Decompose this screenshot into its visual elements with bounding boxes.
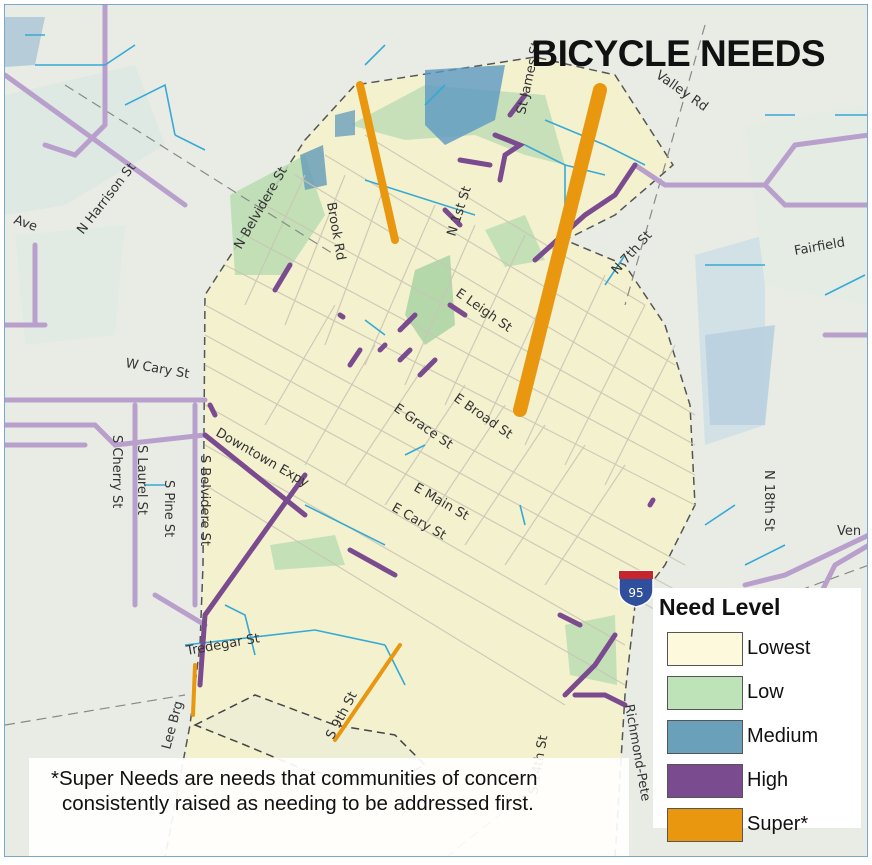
super-need-routes xyxy=(191,81,607,742)
legend: Need Level Lowest Low Medium High Super* xyxy=(653,588,861,842)
label-s-cherry: S Cherry St xyxy=(109,435,124,508)
legend-label: High xyxy=(747,769,789,791)
footnote-box: *Super Needs are needs that communities … xyxy=(29,758,629,856)
legend-swatch xyxy=(667,676,743,710)
medium-need-area xyxy=(5,17,45,67)
legend-label: Super* xyxy=(747,813,809,835)
legend-item-lowest: Lowest xyxy=(667,632,857,668)
legend-item-medium: Medium xyxy=(667,720,857,756)
label-s-pine: S Pine St xyxy=(161,480,176,537)
low-need-area xyxy=(230,155,325,275)
street-grid xyxy=(204,134,696,706)
legend-label: Medium xyxy=(747,725,819,747)
legend-item-super: Super* xyxy=(667,808,857,844)
low-need-area xyxy=(405,255,455,345)
legend-swatch xyxy=(667,764,743,798)
low-need-area xyxy=(485,215,545,267)
legend-swatch xyxy=(667,632,743,666)
legend-label: Low xyxy=(747,681,784,703)
medium-need-area xyxy=(705,325,775,425)
legend-title: Need Level xyxy=(659,594,781,620)
label-s-belvidere: S Belvidere St xyxy=(197,455,212,546)
medium-need-area xyxy=(300,145,327,190)
low-need-area xyxy=(270,535,345,570)
interstate-shield: 95 xyxy=(618,570,654,608)
bike-lines xyxy=(25,34,867,686)
legend-label: Lowest xyxy=(747,637,811,659)
legend-item-low: Low xyxy=(667,676,857,712)
label-ven: Ven xyxy=(837,524,861,539)
footnote-text: *Super Needs are needs that communities … xyxy=(51,767,538,815)
label-s-laurel: S Laurel St xyxy=(134,445,149,515)
interstate-number: 95 xyxy=(628,586,643,600)
map-title: BICYCLE NEEDS xyxy=(531,33,825,74)
arterial-roads xyxy=(5,5,867,628)
legend-swatch xyxy=(667,808,743,842)
map-frame: 95 N Harrison St Ave N Belvidere St Broo… xyxy=(4,4,868,857)
medium-need-area xyxy=(335,110,355,137)
label-n-18th: N 18th St xyxy=(761,470,776,531)
legend-swatch xyxy=(667,720,743,754)
legend-item-high: High xyxy=(667,764,857,800)
low-need-area xyxy=(15,225,125,345)
